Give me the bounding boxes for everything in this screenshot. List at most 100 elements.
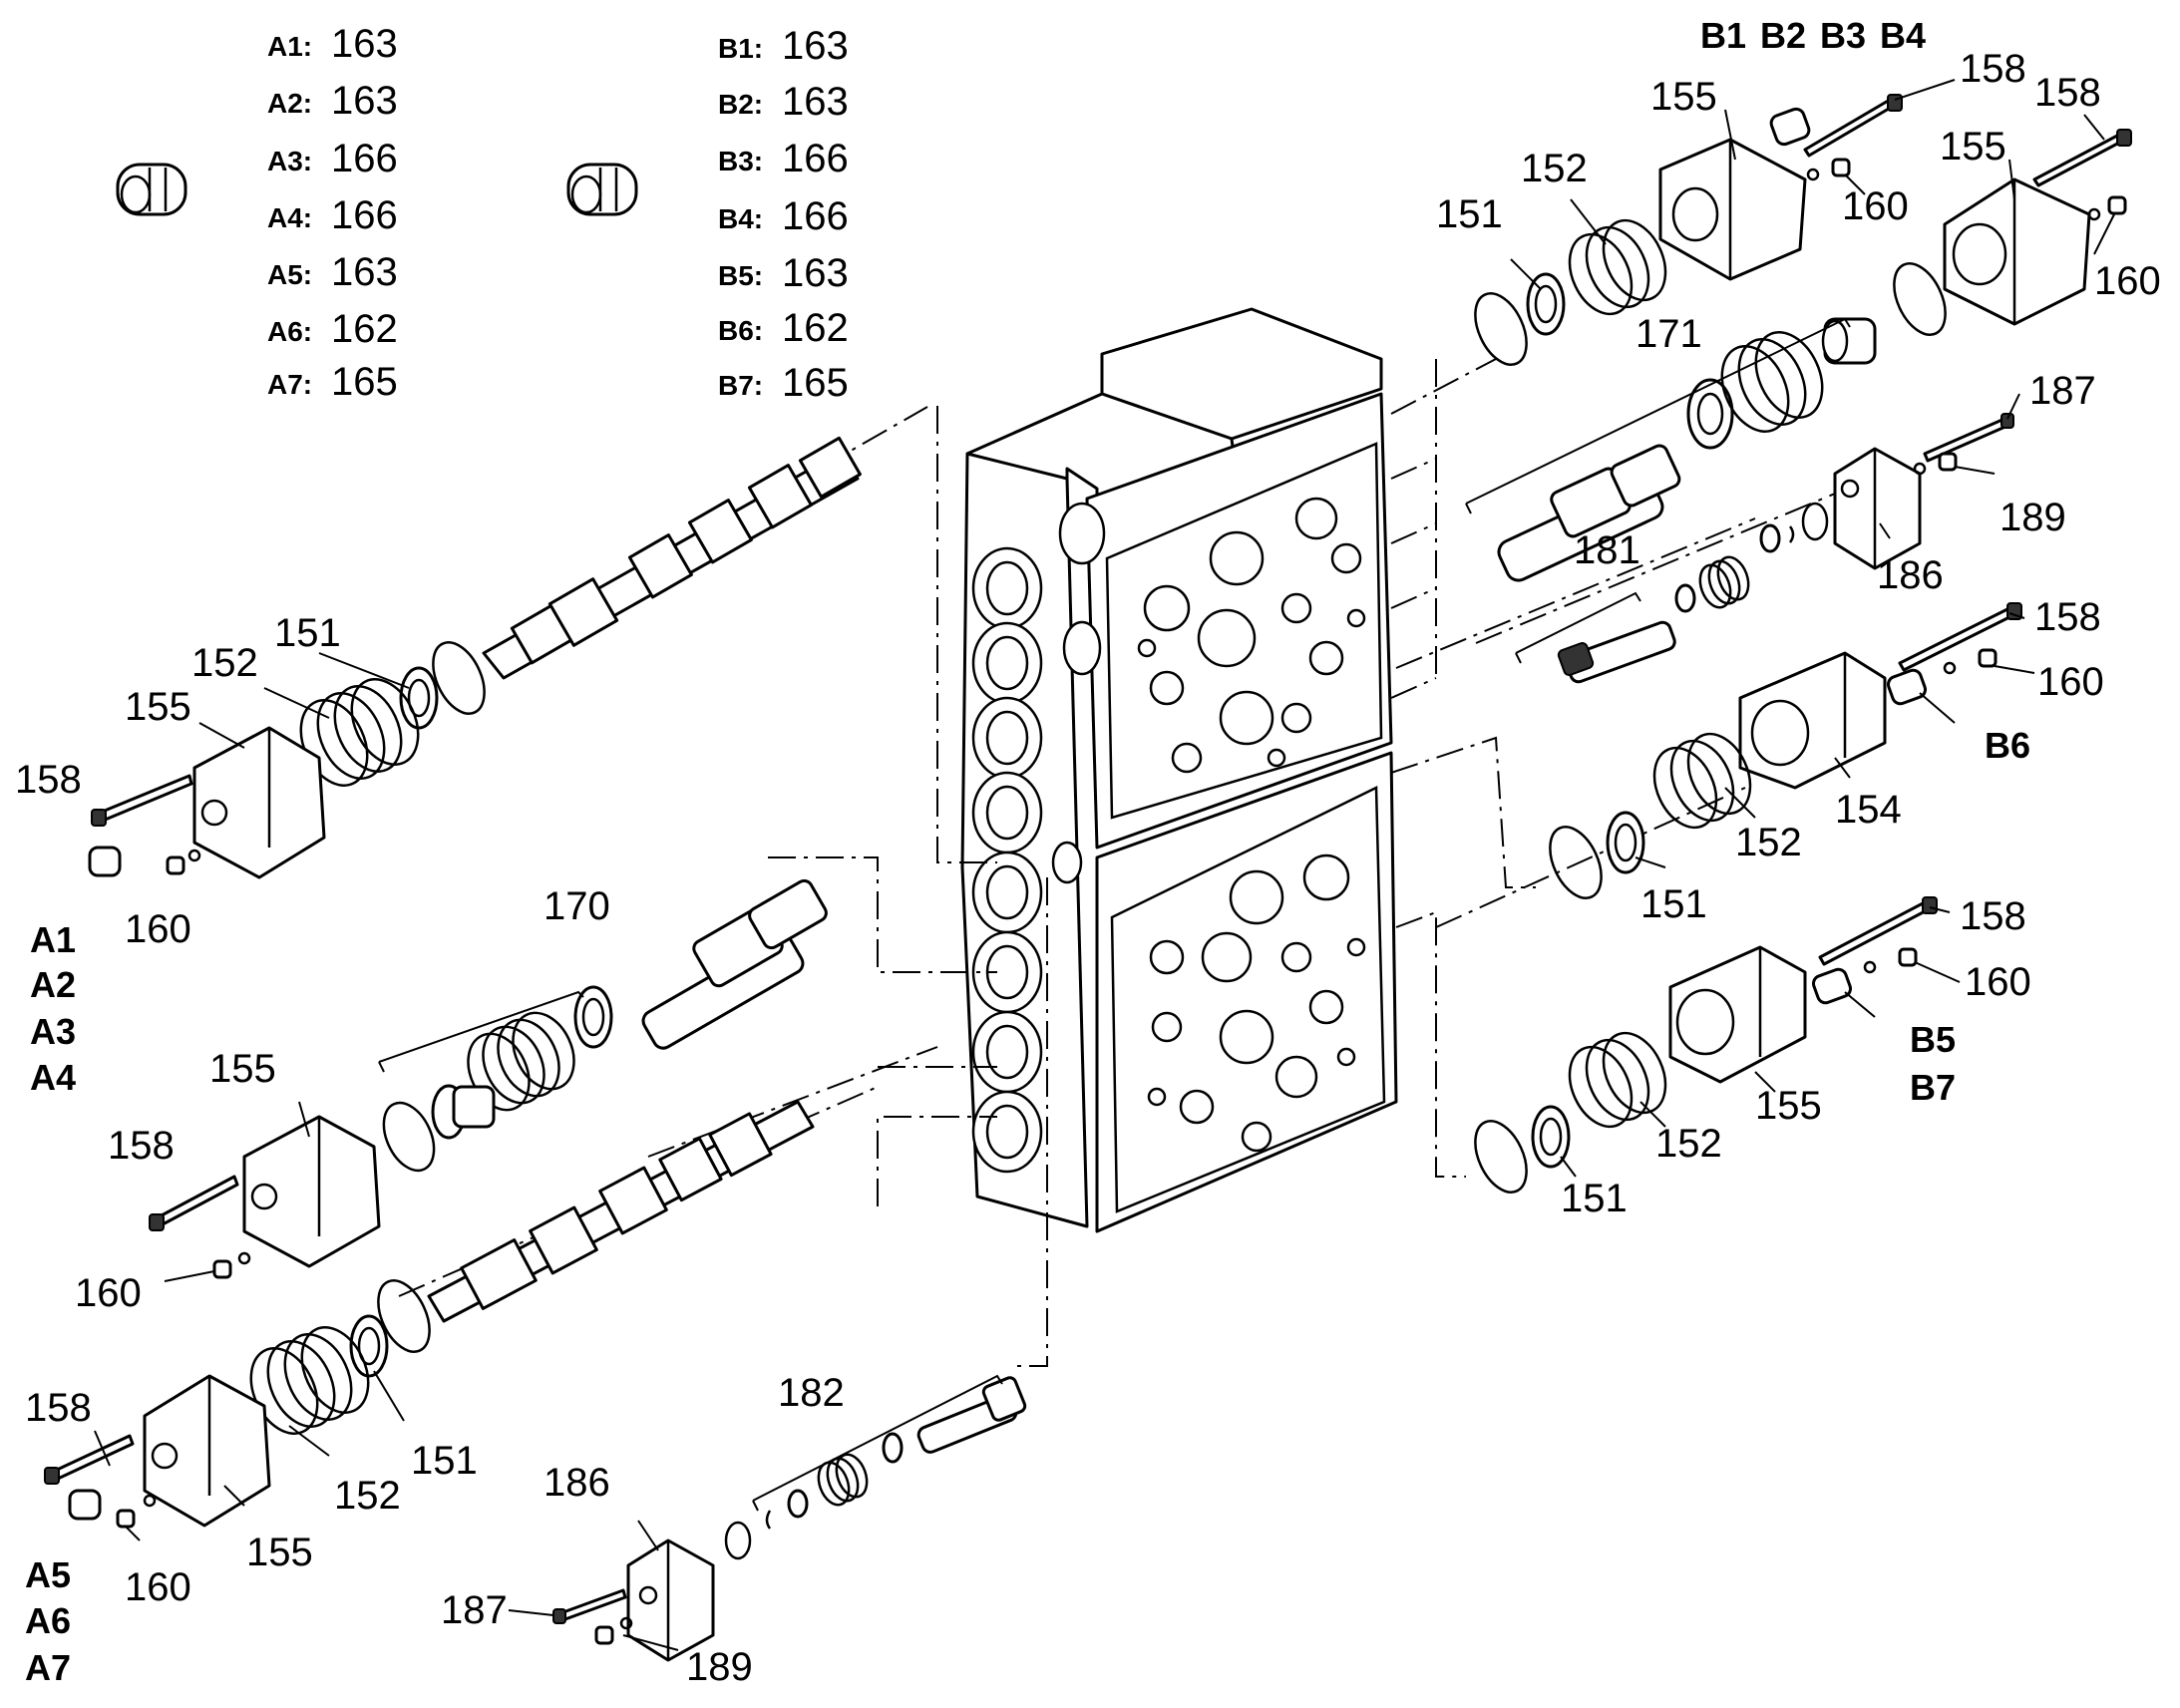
plug-a5-a7	[68, 1489, 102, 1521]
legend-a6-key: A6:	[267, 316, 312, 347]
spring-170	[467, 1011, 575, 1112]
cap-154	[1738, 651, 1887, 790]
legend-b5-value: 163	[782, 251, 849, 295]
spring-152-top-right	[1568, 218, 1667, 316]
plug-b6	[1886, 668, 1928, 706]
callout-181: 181	[1574, 528, 1640, 572]
plug-a1-a4	[88, 846, 122, 877]
callout-160: 160	[1965, 960, 2031, 1004]
snap-ring-182	[765, 1510, 772, 1530]
callout-151: 151	[274, 611, 341, 655]
callout-160: 160	[125, 907, 191, 951]
screw-160-b5	[1863, 947, 1918, 974]
cap-155-upper-left	[192, 726, 326, 879]
callout-155: 155	[246, 1531, 313, 1574]
callout-158: 158	[1960, 47, 2026, 91]
callout-160: 160	[75, 1271, 142, 1315]
cap-155-top-right-1	[1658, 138, 1807, 281]
tag-a6: A6	[25, 1600, 71, 1641]
legend-b2-value: 163	[782, 80, 849, 124]
oring-151-b5	[1474, 1120, 1528, 1194]
block-186-lower	[626, 1538, 715, 1662]
callout-160: 160	[1842, 184, 1909, 228]
callout-155: 155	[125, 685, 191, 729]
seat-151-b5	[1531, 1105, 1571, 1169]
callout-171: 171	[1635, 312, 1702, 356]
callout-154: 154	[1835, 788, 1902, 832]
cap-155-top-right-2	[1943, 177, 2091, 326]
cap-155-b5-b7	[1668, 945, 1807, 1084]
callout-182: 182	[778, 1371, 845, 1415]
callout-155: 155	[1755, 1084, 1822, 1128]
spool-lower-left	[427, 1100, 815, 1323]
tag-a4: A4	[30, 1057, 76, 1098]
legend-a1-key: A1:	[267, 31, 312, 62]
retainer-170	[431, 1084, 496, 1140]
legend-a2-value: 163	[331, 79, 398, 123]
legend-a5-value: 163	[331, 250, 398, 294]
callout-160: 160	[2094, 259, 2161, 303]
legend-a5-key: A5:	[267, 259, 312, 290]
legend-a7-value: 165	[331, 360, 398, 404]
seal-181	[1674, 583, 1696, 613]
seat-151-b6	[1606, 811, 1645, 874]
tag-b3: B3	[1820, 15, 1866, 56]
tag-a7: A7	[25, 1647, 71, 1688]
legend-a3-key: A3:	[267, 146, 312, 176]
oring-151-upper	[432, 641, 486, 715]
block-186-right	[1833, 447, 1922, 570]
oring-182	[724, 1521, 752, 1560]
seat-151-top-right	[1526, 272, 1566, 336]
valve-body	[960, 307, 1398, 1233]
callout-158: 158	[1960, 894, 2026, 938]
callout-189: 189	[1999, 496, 2066, 539]
callout-160: 160	[2037, 660, 2104, 704]
legend-b4-value: 166	[782, 194, 849, 238]
relief-valve-182	[916, 1376, 1027, 1454]
spool-upper-left	[482, 436, 862, 680]
tag-a5: A5	[25, 1554, 71, 1595]
bolt-158-b5	[1818, 896, 1938, 966]
callout-155: 155	[209, 1047, 276, 1091]
callout-186: 186	[1877, 553, 1944, 597]
callout-187: 187	[2029, 369, 2096, 413]
spring-171	[1720, 331, 1824, 433]
tag-a2: A2	[30, 964, 76, 1005]
tag-b2: B2	[1760, 15, 1806, 56]
spool-171	[1497, 444, 1681, 582]
snap-ring-181	[1788, 525, 1795, 543]
callout-151: 151	[1436, 192, 1503, 236]
screw-160-middle-left	[212, 1251, 251, 1279]
relief-valve-181	[1557, 620, 1676, 684]
oring-170	[382, 1101, 436, 1173]
legend-b2-key: B2:	[718, 89, 763, 120]
callout-152: 152	[334, 1474, 401, 1518]
legend-b6-key: B6:	[718, 315, 763, 346]
callout-155: 155	[1940, 125, 2006, 169]
spring-181	[1698, 555, 1750, 609]
seat-151-upper	[399, 666, 439, 730]
legend-b3-key: B3:	[718, 146, 763, 176]
screw-160-b6	[1943, 648, 1998, 675]
legend-b7-key: B7:	[718, 370, 763, 401]
legend-b4-key: B4:	[718, 203, 763, 234]
callout-155: 155	[1650, 75, 1717, 119]
callout-158: 158	[15, 758, 82, 802]
plug-b5-b7	[1811, 967, 1853, 1005]
legend-a7-key: A7:	[267, 369, 312, 400]
plug-icon-a	[116, 163, 187, 216]
tag-b4: B4	[1880, 15, 1926, 56]
cap-155-lower-left	[143, 1374, 271, 1528]
legend-b: B1: 163 B2: 163 B3: 166 B4: 166 B5: 163 …	[718, 24, 849, 405]
seat-171	[1686, 378, 1734, 450]
bolt-187-lower	[552, 1588, 627, 1624]
screw-160-top-right-1	[1806, 158, 1851, 181]
legend-a3-value: 166	[331, 137, 398, 180]
tag-b6: B6	[1985, 725, 2030, 766]
legend-a: A1: 163 A2: 163 A3: 166 A4: 166 A5: 163 …	[267, 22, 398, 404]
bolt-158-top-right-1	[1803, 94, 1903, 158]
spring-182	[817, 1453, 869, 1507]
callout-151: 151	[411, 1439, 478, 1483]
tag-b5: B5	[1910, 1019, 1956, 1060]
